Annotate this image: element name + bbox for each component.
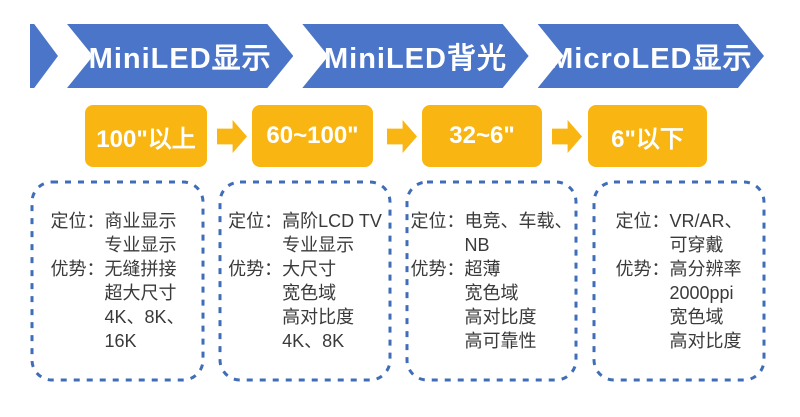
advantage-row: 优势： 无缝拼接 超大尺寸 4K、8K、 16K <box>50 257 184 353</box>
position-line: 电竞、车载、 <box>464 211 573 231</box>
dashed-border <box>405 180 578 382</box>
advantage-line: 高可靠性 <box>464 331 537 351</box>
detail-box-miniled-backlight-tv: 定位： 高阶LCD TV 专业显示 优势： 大尺寸 宽色域 高对比度 4K、8K <box>218 180 392 382</box>
size-chip-32-6: 32~6" <box>422 105 542 167</box>
advantage-line: 高对比度 <box>464 307 537 327</box>
position-line: 高阶LCD TV <box>282 211 382 231</box>
dashed-border <box>592 180 766 382</box>
position-line: NB <box>464 235 490 255</box>
size-chip-6-below: 6"以下 <box>588 105 707 167</box>
advantage-row: 优势： 高分辨率 2000ppi 宽色域 高对比度 <box>615 257 742 353</box>
position-label: 定位： <box>410 211 465 231</box>
banner-segment-miniled-display: MiniLED显示 <box>67 24 293 88</box>
advantage-line: 宽色域 <box>464 283 519 303</box>
advantage-line: 超薄 <box>464 259 501 279</box>
detail-box-miniled-backlight-mobile: 定位： 电竞、车载、 NB 优势： 超薄 宽色域 高对比度 高可靠性 <box>405 180 578 382</box>
detail-box-content: 定位： 电竞、车载、 NB 优势： 超薄 宽色域 高对比度 高可靠性 <box>405 180 578 382</box>
position-line: 专业显示 <box>282 235 355 255</box>
advantage-line: 高分辨率 <box>669 259 742 279</box>
advantage-line: 超大尺寸 <box>104 283 177 303</box>
advantage-label: 优势： <box>50 259 105 279</box>
position-line: 商业显示 <box>104 211 177 231</box>
detail-box-content: 定位： 高阶LCD TV 专业显示 优势： 大尺寸 宽色域 高对比度 4K、8K <box>218 180 392 382</box>
banner-segment-label: MiniLED背光 <box>323 43 507 75</box>
position-line: VR/AR、 <box>669 211 743 231</box>
detail-box-microled-display: 定位： VR/AR、 可穿戴 优势： 高分辨率 2000ppi 宽色域 高对比度 <box>592 180 766 382</box>
position-line: 可穿戴 <box>669 235 724 255</box>
size-chip-60-100: 60~100" <box>252 105 373 167</box>
advantage-line: 高对比度 <box>282 307 355 327</box>
ribbon-start-chevron-icon <box>30 24 58 88</box>
banner-segment-label: MiniLED显示 <box>88 43 272 75</box>
size-chip-100-above: 100"以上 <box>85 105 207 167</box>
banner-segment-miniled-backlight: MiniLED背光 <box>302 24 528 88</box>
position-label: 定位： <box>228 211 283 231</box>
advantage-label: 优势： <box>615 259 670 279</box>
position-label: 定位： <box>50 211 105 231</box>
advantage-line: 宽色域 <box>669 307 724 327</box>
detail-box-content: 定位： VR/AR、 可穿戴 优势： 高分辨率 2000ppi 宽色域 高对比度 <box>592 180 766 382</box>
position-row: 定位： 高阶LCD TV 专业显示 <box>228 209 382 257</box>
banner-segment-label: MicroLED显示 <box>549 43 753 75</box>
position-label: 定位： <box>615 211 670 231</box>
detail-box-content: 定位： 商业显示 专业显示 优势： 无缝拼接 超大尺寸 4K、8K、 16K <box>30 180 205 382</box>
advantage-line: 16K <box>104 331 137 351</box>
advantage-row: 优势： 超薄 宽色域 高对比度 高可靠性 <box>411 257 573 353</box>
advantage-line: 2000ppi <box>669 283 734 303</box>
advantage-label: 优势： <box>410 259 465 279</box>
advantage-line: 无缝拼接 <box>104 259 177 279</box>
right-arrow-icon <box>552 120 582 153</box>
position-line: 专业显示 <box>104 235 177 255</box>
product-category-ribbon: MiniLED显示 MiniLED背光 MicroLED显示 <box>30 24 764 88</box>
advantage-line: 宽色域 <box>282 283 337 303</box>
advantage-row: 优势： 大尺寸 宽色域 高对比度 4K、8K <box>228 257 382 353</box>
advantage-line: 4K、8K <box>282 331 345 351</box>
advantage-line: 大尺寸 <box>282 259 337 279</box>
dashed-border <box>218 180 392 382</box>
position-row: 定位： 电竞、车载、 NB <box>411 209 573 257</box>
right-arrow-icon <box>217 120 247 153</box>
advantage-line: 高对比度 <box>669 331 742 351</box>
position-row: 定位： VR/AR、 可穿戴 <box>615 209 742 257</box>
advantage-line: 4K、8K、 <box>104 307 185 327</box>
detail-box-miniled-display: 定位： 商业显示 专业显示 优势： 无缝拼接 超大尺寸 4K、8K、 16K <box>30 180 205 382</box>
dashed-border <box>30 180 205 382</box>
banner-segment-microled-display: MicroLED显示 <box>538 24 764 88</box>
right-arrow-icon <box>387 120 417 153</box>
position-row: 定位： 商业显示 专业显示 <box>50 209 184 257</box>
advantage-label: 优势： <box>228 259 283 279</box>
